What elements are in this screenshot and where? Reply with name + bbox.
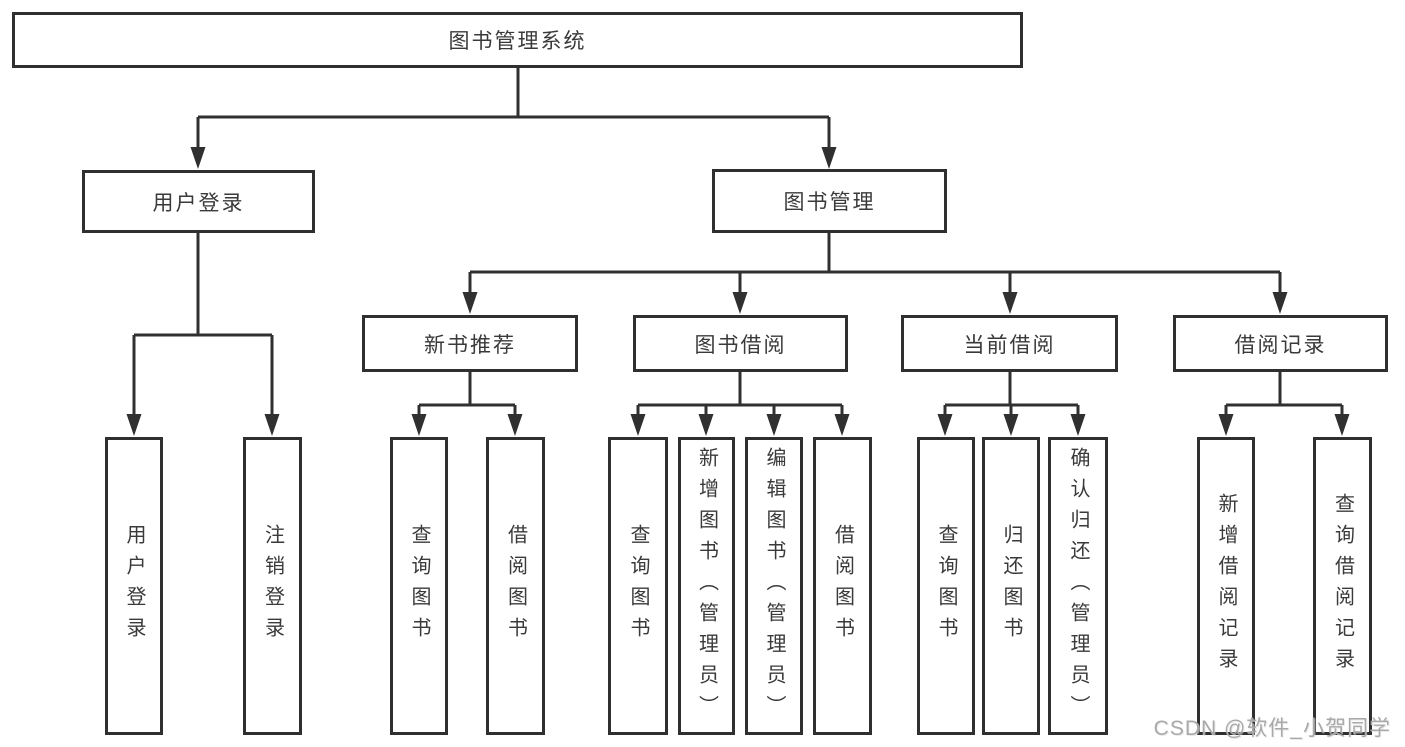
leaf-label: 编辑图书（管理员） bbox=[763, 446, 785, 726]
leaf-cb-confirm-return-admin: 确认归还（管理员） bbox=[1048, 437, 1108, 735]
node-label: 用户登录 bbox=[152, 191, 245, 215]
node-user-login: 用户登录 bbox=[82, 170, 315, 233]
leaf-label: 借阅图书 bbox=[504, 524, 527, 648]
leaf-label: 新增图书（管理员） bbox=[695, 446, 718, 726]
leaf-label: 借阅图书 bbox=[831, 524, 854, 648]
leaf-bb-edit-book-admin: 编辑图书（管理员） bbox=[745, 437, 803, 735]
leaf-bb-query-book: 查询图书 bbox=[608, 437, 668, 735]
node-label: 图书管理 bbox=[783, 191, 876, 214]
leaf-label: 用户登录 bbox=[123, 524, 145, 648]
leaf-cb-return-book: 归还图书 bbox=[982, 437, 1040, 735]
leaf-label: 新增借阅记录 bbox=[1215, 493, 1237, 679]
node-label: 新书推荐 bbox=[424, 333, 516, 357]
leaf-label: 确认归还（管理员） bbox=[1067, 446, 1089, 726]
node-new-book-recommendation: 新书推荐 bbox=[362, 315, 578, 372]
leaf-nbr-query-book: 查询图书 bbox=[390, 437, 448, 735]
leaf-cb-query-book: 查询图书 bbox=[917, 437, 975, 735]
leaf-nbr-borrow-book: 借阅图书 bbox=[486, 437, 545, 735]
node-borrowing-records: 借阅记录 bbox=[1173, 315, 1388, 372]
node-label: 借阅记录 bbox=[1234, 333, 1327, 357]
leaf-label: 查询借阅记录 bbox=[1331, 493, 1354, 679]
node-book-management: 图书管理 bbox=[712, 169, 947, 233]
leaf-br-query-borrow-record: 查询借阅记录 bbox=[1313, 437, 1372, 735]
leaf-label: 查询图书 bbox=[408, 524, 430, 648]
leaf-bb-borrow-book: 借阅图书 bbox=[813, 437, 872, 735]
leaf-br-add-borrow-record: 新增借阅记录 bbox=[1197, 437, 1255, 735]
leaf-logout-login: 注销登录 bbox=[243, 437, 302, 735]
node-label: 图书借阅 bbox=[694, 333, 787, 357]
leaf-bb-add-book-admin: 新增图书（管理员） bbox=[678, 437, 735, 735]
node-current-borrowing: 当前借阅 bbox=[901, 315, 1118, 372]
node-label: 图书管理系统 bbox=[448, 30, 587, 53]
leaf-user-login: 用户登录 bbox=[105, 437, 163, 735]
csdn-watermark: CSDN @软件_小贺同学 bbox=[1153, 717, 1391, 740]
leaf-label: 查询图书 bbox=[935, 524, 957, 648]
leaf-label: 注销登录 bbox=[261, 524, 284, 648]
node-label: 当前借阅 bbox=[963, 333, 1056, 357]
leaf-label: 归还图书 bbox=[1000, 524, 1022, 648]
leaf-label: 查询图书 bbox=[627, 524, 649, 648]
node-book-borrowing: 图书借阅 bbox=[633, 315, 848, 372]
node-library-management-system: 图书管理系统 bbox=[12, 12, 1023, 68]
